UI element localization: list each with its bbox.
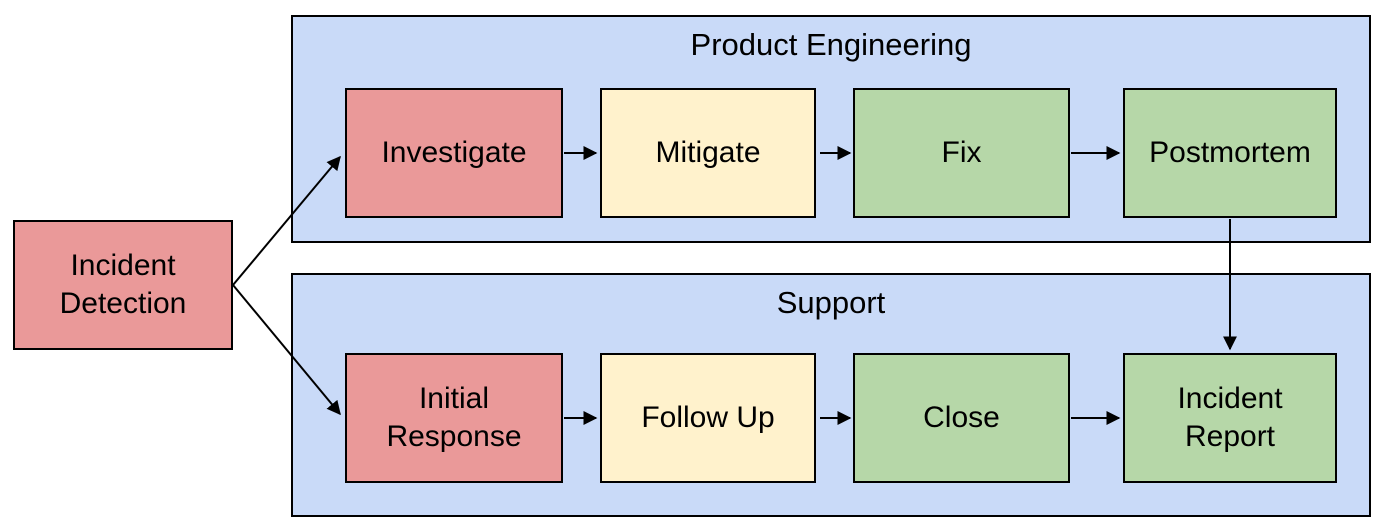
node-incident-detection: Incident Detection — [13, 220, 233, 350]
node-incident-detection-label: Incident Detection — [59, 249, 187, 320]
lane-support: Support Initial Response Follow Up Close… — [291, 273, 1371, 517]
node-close: Close — [853, 353, 1070, 483]
node-fix: Fix — [853, 88, 1070, 218]
node-mitigate-label: Mitigate — [655, 136, 761, 169]
node-incident-report-label: Incident Report — [1177, 382, 1283, 453]
node-initial-response: Initial Response — [345, 353, 563, 483]
node-fix-label: Fix — [941, 136, 982, 169]
node-initial-response-label: Initial Response — [386, 382, 522, 453]
lane-support-title: Support — [776, 285, 886, 320]
node-postmortem-label: Postmortem — [1149, 136, 1311, 169]
node-investigate: Investigate — [345, 88, 563, 218]
node-follow-up: Follow Up — [600, 353, 816, 483]
node-mitigate: Mitigate — [600, 88, 816, 218]
lane-product-engineering-title: Product Engineering — [690, 27, 972, 62]
lane-product-engineering: Product Engineering Investigate Mitigate… — [291, 15, 1371, 243]
node-investigate-label: Investigate — [381, 136, 527, 169]
node-incident-report: Incident Report — [1123, 353, 1337, 483]
node-follow-up-label: Follow Up — [641, 401, 775, 434]
node-postmortem: Postmortem — [1123, 88, 1337, 218]
node-close-label: Close — [923, 401, 1000, 434]
